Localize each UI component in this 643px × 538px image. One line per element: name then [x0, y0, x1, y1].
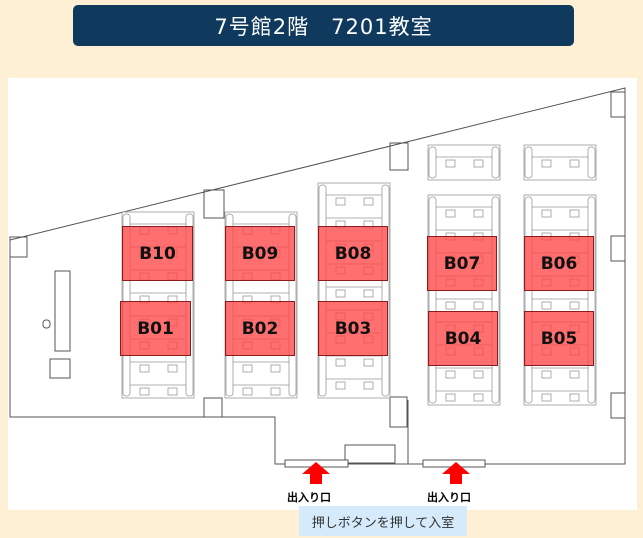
pillar	[610, 392, 626, 419]
desk-group	[523, 194, 597, 406]
exit-label: 出入り口	[427, 491, 471, 504]
chair	[363, 358, 374, 367]
side-bench	[491, 196, 500, 404]
block-b05[interactable]: B05	[524, 311, 594, 366]
chair	[473, 393, 484, 402]
block-b06[interactable]: B06	[524, 236, 594, 291]
side-bench	[524, 196, 533, 404]
block-b07[interactable]: B07	[427, 236, 497, 291]
pillar	[389, 396, 408, 428]
chair	[335, 358, 346, 367]
block-b02[interactable]: B02	[225, 301, 295, 356]
chair	[541, 393, 552, 402]
block-b08[interactable]: B08	[318, 226, 388, 281]
chair	[541, 209, 552, 218]
chair	[473, 301, 484, 310]
side-bench	[491, 146, 500, 179]
chair	[445, 301, 456, 310]
block-b01[interactable]: B01	[120, 301, 191, 356]
chair	[335, 381, 346, 390]
lectern	[54, 270, 71, 352]
printer	[49, 358, 71, 379]
chair	[569, 370, 580, 379]
chair	[363, 289, 374, 298]
chair	[445, 159, 456, 168]
pillar	[9, 236, 28, 258]
chair	[569, 393, 580, 402]
block-b04[interactable]: B04	[428, 311, 498, 366]
pillar	[389, 142, 409, 171]
chair	[445, 370, 456, 379]
chair	[541, 301, 552, 310]
exit-arrow-icon	[302, 462, 330, 484]
chair	[541, 159, 552, 168]
chair	[541, 370, 552, 379]
block-b03[interactable]: B03	[318, 301, 388, 356]
pillar	[203, 189, 225, 219]
room-wall	[9, 87, 626, 465]
chair	[167, 364, 178, 373]
chair	[167, 387, 178, 396]
pc-station	[344, 444, 396, 464]
side-bench	[381, 184, 390, 397]
side-bench	[587, 196, 596, 404]
pillar	[203, 397, 223, 418]
exit-arrow-icon	[442, 462, 470, 484]
desk-group	[427, 144, 501, 181]
side-bench	[587, 146, 596, 179]
block-b09[interactable]: B09	[225, 226, 295, 281]
room-wall	[9, 240, 285, 465]
chair	[473, 159, 484, 168]
chair	[445, 209, 456, 218]
side-bench	[524, 146, 533, 179]
chair	[270, 387, 281, 396]
chair	[473, 209, 484, 218]
chair	[139, 364, 150, 373]
chair	[242, 387, 253, 396]
exit-label: 出入り口	[287, 491, 331, 504]
chair	[445, 393, 456, 402]
chair	[139, 387, 150, 396]
chair	[363, 197, 374, 206]
desk-group	[317, 182, 391, 399]
room-title: 7号館2階 7201教室	[73, 5, 574, 46]
chair	[270, 364, 281, 373]
chair	[569, 301, 580, 310]
block-b10[interactable]: B10	[122, 226, 193, 281]
side-bench	[428, 146, 437, 179]
chair	[242, 364, 253, 373]
desk-group	[427, 194, 501, 406]
chair	[569, 159, 580, 168]
chair	[363, 381, 374, 390]
desk-group	[523, 144, 597, 181]
entry-note: 押しボタンを押して入室	[299, 506, 467, 536]
side-bench	[318, 184, 327, 397]
chair	[473, 370, 484, 379]
pillar	[610, 235, 626, 262]
pillar	[610, 91, 626, 118]
chair	[335, 289, 346, 298]
side-bench	[428, 196, 437, 404]
chair	[335, 197, 346, 206]
chair	[42, 319, 51, 329]
chair	[569, 209, 580, 218]
